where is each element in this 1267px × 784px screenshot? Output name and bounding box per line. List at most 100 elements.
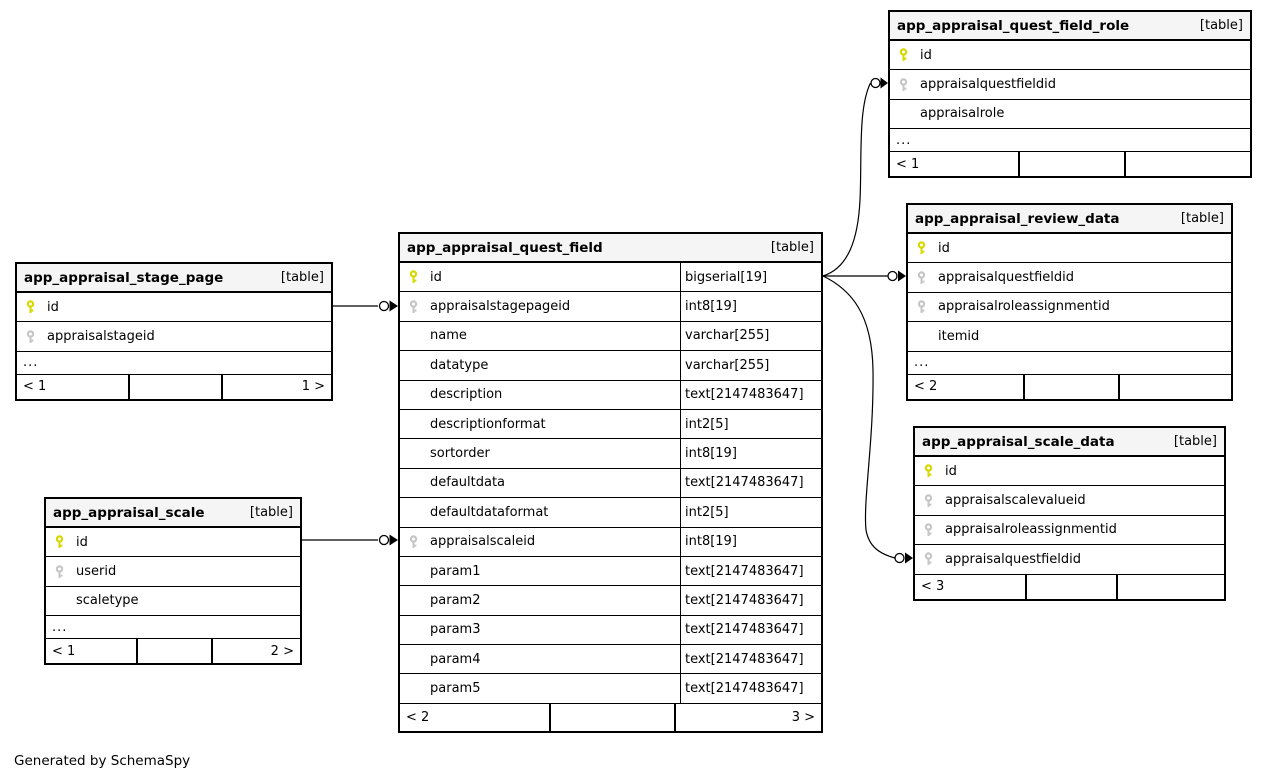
table-app_appraisal_scale_data[interactable]: app_appraisal_scale_data[table]id apprais… [913, 426, 1226, 601]
foreign-key-icon [17, 329, 47, 344]
foreign-key-icon [890, 77, 920, 92]
primary-key-icon [17, 300, 47, 314]
column-name: param5 [430, 681, 481, 697]
zero-or-one-circle [870, 77, 881, 89]
table-name: app_appraisal_quest_field [407, 239, 603, 256]
column-name: appraisalroleassignmentid [945, 522, 1117, 538]
fk-connector-stage-page [333, 300, 398, 312]
column-name-cell: appraisalroleassignmentid [908, 293, 1231, 321]
footer-cell-mid [1024, 574, 1116, 599]
column-name-cell: userid [46, 557, 300, 585]
footer-cell-left: < 3 [921, 579, 945, 595]
column-name: appraisalquestfieldid [920, 77, 1057, 93]
fk-connector-review-data [823, 270, 906, 282]
column-name-cell: itemid [908, 322, 1231, 350]
generated-by-caption: Generated by SchemaSpy [14, 753, 191, 769]
table-header: app_appraisal_quest_field [table] [400, 234, 821, 263]
arrowhead-icon [389, 534, 398, 546]
column-name-cell: appraisalscaleid [400, 528, 680, 556]
footer-cell-mid [1022, 374, 1118, 399]
column-name-cell: name [400, 322, 680, 350]
primary-key-icon [890, 48, 920, 62]
column-name-cell: datatype [400, 351, 680, 379]
table-badge: [table] [1199, 18, 1243, 33]
table-row: itemid [908, 322, 1231, 352]
table-header: app_appraisal_scale_data[table] [915, 428, 1224, 457]
more-columns-ellipsis: ... [46, 616, 300, 640]
column-name-cell: sortorder [400, 439, 680, 467]
column-type: varchar[255] [680, 321, 821, 351]
column-type: int8[19] [680, 292, 821, 321]
column-name-cell: id [908, 234, 1231, 262]
zero-or-one-circle [894, 552, 905, 564]
more-columns-ellipsis: ... [890, 129, 1250, 153]
table-footer: < 2 [908, 374, 1231, 399]
table-badge: [table] [770, 240, 814, 255]
column-name: userid [76, 564, 117, 580]
table-row: id [46, 528, 300, 558]
column-name: id [938, 240, 950, 256]
column-type: text[2147483647] [680, 674, 821, 703]
column-name: datatype [430, 357, 489, 373]
column-name: appraisalscalevalueid [945, 493, 1086, 509]
column-name-cell: param1 [400, 557, 680, 585]
column-name: appraisalquestfieldid [938, 270, 1075, 286]
table-row: id [915, 457, 1224, 487]
foreign-key-icon [915, 523, 945, 537]
footer-cell-right [1115, 574, 1224, 599]
column-name: param3 [430, 622, 481, 638]
column-type: text[2147483647] [680, 645, 821, 674]
column-name: appraisalscaleid [430, 534, 536, 550]
footer-cell-right: 3 > [673, 703, 821, 731]
column-name-cell: appraisalscalevalueid [915, 486, 1224, 514]
table-row: id [17, 293, 331, 323]
table-badge: [table] [280, 270, 324, 285]
footer-cell-left: < 1 [52, 643, 76, 659]
fk-connector-scale-data [822, 275, 913, 564]
foreign-key-icon [400, 535, 430, 549]
footer-cell-left: < 1 [896, 156, 920, 172]
column-name: appraisalquestfieldid [945, 551, 1082, 567]
foreign-key-icon [46, 564, 76, 579]
column-type: int2[5] [680, 409, 821, 439]
column-name: id [47, 299, 59, 315]
table-app_appraisal_quest_field[interactable]: app_appraisal_quest_field [table] id bigser… [398, 232, 823, 733]
column-name: defaultdata [430, 475, 506, 491]
column-name: scaletype [76, 593, 139, 609]
table-footer: < 3 [915, 574, 1224, 599]
footer-cell-right [1123, 152, 1250, 177]
table-row: appraisalroleassignmentid [908, 292, 1231, 323]
column-name: appraisalrole [920, 106, 1005, 122]
column-type: bigserial[19] [680, 263, 821, 292]
foreign-key-icon [400, 299, 430, 314]
column-name: descriptionformat [430, 416, 546, 432]
table-footer: < 1 [890, 152, 1250, 177]
column-name-cell: appraisalstagepageid [400, 292, 680, 320]
table-row: appraisalroleassignmentid [915, 515, 1224, 546]
column-name-cell: description [400, 381, 680, 409]
footer-cell-mid [136, 639, 211, 664]
column-type: text[2147483647] [680, 615, 821, 645]
table-badge: [table] [1180, 211, 1224, 226]
column-name: sortorder [430, 446, 490, 462]
more-columns-ellipsis: ... [908, 352, 1231, 375]
table-row: scaletype [46, 586, 300, 617]
column-type: int2[5] [680, 498, 821, 527]
table-badge: [table] [249, 505, 293, 520]
table-header: app_appraisal_quest_field_role [table] [890, 12, 1250, 41]
table-row: param3 text[2147483647] [400, 615, 821, 646]
table-name: app_appraisal_quest_field_role [897, 17, 1130, 34]
table-row: id bigserial[19] [400, 263, 821, 293]
column-name: id [430, 269, 442, 285]
